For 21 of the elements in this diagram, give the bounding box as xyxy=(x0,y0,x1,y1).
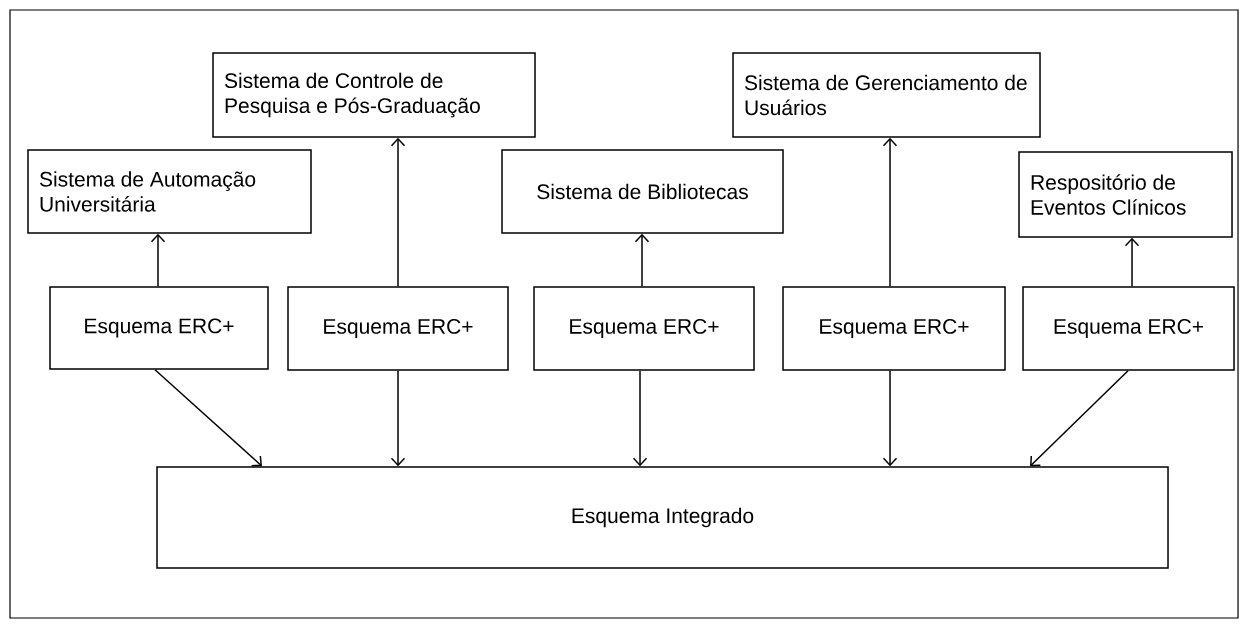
schema-box: Esquema ERC+ xyxy=(782,286,1006,371)
system-box: Sistema de Automação Universitária xyxy=(27,149,312,234)
arrow xyxy=(1030,370,1129,467)
arrow xyxy=(632,370,648,467)
schema-box: Esquema ERC+ xyxy=(49,286,269,370)
arrow xyxy=(390,137,406,287)
arrow xyxy=(150,233,166,287)
arrow xyxy=(882,370,898,467)
schema-box: Esquema ERC+ xyxy=(1022,286,1235,371)
arrow xyxy=(634,233,650,287)
system-box: Respositório de Eventos Clínicos xyxy=(1018,151,1233,238)
arrow xyxy=(154,369,262,467)
schema-box: Esquema ERC+ xyxy=(533,286,755,371)
arrow xyxy=(1124,237,1140,287)
arrow xyxy=(882,137,898,287)
schema-box: Esquema Integrado xyxy=(156,466,1169,569)
system-box: Sistema de Gerenciamento de Usuários xyxy=(732,52,1041,138)
schema-box: Esquema ERC+ xyxy=(287,286,509,371)
arrow xyxy=(390,370,406,467)
system-box: Sistema de Bibliotecas xyxy=(501,149,784,234)
system-box: Sistema de Controle de Pesquisa e Pós-Graduação xyxy=(212,52,536,138)
